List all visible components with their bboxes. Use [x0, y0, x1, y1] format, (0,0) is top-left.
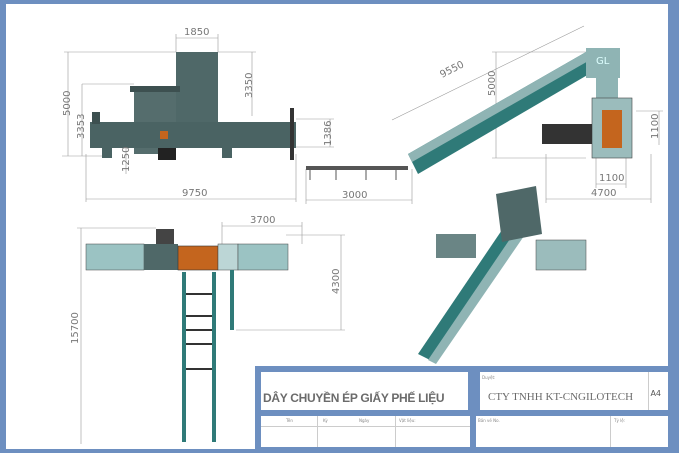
- dim-1100-height: 1100: [650, 114, 661, 139]
- company-name: CTY TNHH KT-CNGILOTECH: [488, 391, 634, 403]
- drawing-number-label: Bản vẽ No.: [478, 418, 500, 423]
- brand-logo-text: GL: [596, 56, 610, 67]
- conveyor-side-view: GL: [306, 48, 633, 180]
- company-label: Duyệt:: [482, 375, 496, 380]
- col-name-label: Tên: [286, 418, 293, 423]
- company-box: Duyệt: CTY TNHH KT-CNGILOTECH A4: [474, 366, 679, 416]
- dim-9550: 9550: [438, 59, 466, 80]
- dim-9750: 9750: [182, 188, 207, 199]
- material-label: Vật liệu:: [399, 418, 416, 423]
- col-sign-label: Ký: [323, 418, 328, 423]
- title-box: DÂY CHUYỀN ÉP GIẤY PHẾ LIỆU: [255, 366, 474, 416]
- side-view-baler: [90, 52, 296, 160]
- dim-3350: 3350: [244, 73, 255, 98]
- drawing-number-box: Bản vẽ No. Tỷ lệ:: [470, 410, 679, 453]
- dim-1100-width: 1100: [599, 173, 624, 184]
- dim-3353: 3353: [76, 114, 87, 139]
- col-date-label: Ngày: [359, 418, 370, 423]
- isometric-view: [418, 186, 587, 364]
- dim-1386: 1386: [323, 121, 334, 146]
- signature-box: Tên Ký Ngày Vật liệu:: [255, 410, 476, 453]
- scale-label: Tỷ lệ:: [614, 418, 626, 423]
- dim-4300: 4300: [331, 269, 342, 294]
- sheet-size: A4: [650, 389, 661, 398]
- frame-right-border: [668, 0, 679, 453]
- drawing-title: DÂY CHUYỀN ÉP GIẤY PHẾ LIỆU: [263, 391, 445, 405]
- dim-15700: 15700: [70, 312, 81, 344]
- dim-5000-side: 5000: [62, 91, 73, 116]
- dim-5000-conveyor: 5000: [487, 71, 498, 96]
- dim-3700: 3700: [250, 215, 275, 226]
- top-view-layout: [85, 229, 289, 442]
- technical-drawing: GL 1850 5000 3353 3350 1250 1386 9750 30…: [62, 25, 663, 444]
- dim-3000: 3000: [342, 190, 367, 201]
- dim-4700: 4700: [591, 188, 616, 199]
- dim-1850: 1850: [184, 27, 209, 38]
- dim-1250: 1250: [121, 147, 132, 172]
